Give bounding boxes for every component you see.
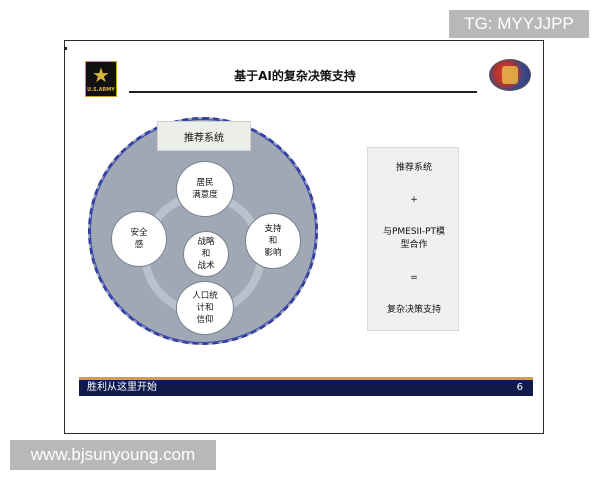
node-resident-satisfaction: 居民 满意度 [176, 161, 234, 217]
slide: ★ U.S.ARMY 基于AI的复杂决策支持 推荐系统 居民 满意度 安全 感 … [64, 40, 544, 434]
summary-equals: = [410, 273, 418, 283]
watermark-top: TG: MYYJJPP [449, 10, 589, 38]
page-number: 6 [516, 382, 523, 393]
summary-plus: + [410, 195, 418, 205]
unit-crest-logo-icon [489, 59, 531, 91]
summary-panel: 推荐系统 + 与PMESII-PT模 型合作 = 复杂决策支持 [367, 147, 459, 331]
node-security: 安全 感 [111, 211, 167, 267]
watermark-bottom: www.bjsunyoung.com [10, 440, 216, 470]
army-star-logo-icon: ★ U.S.ARMY [85, 61, 117, 97]
summary-pmesii-line1: 与PMESII-PT模 [382, 227, 446, 237]
summary-recommender: 推荐系统 [395, 163, 432, 173]
summary-result: 复杂决策支持 [386, 305, 441, 315]
slide-corner-mark [64, 47, 67, 50]
node-demographics-beliefs: 人口统 计和 信仰 [176, 281, 234, 335]
crest-shield-icon [502, 66, 518, 84]
footer-slogan: 胜利从这里开始 [87, 382, 157, 393]
recommender-system-box: 推荐系统 [157, 121, 251, 151]
slide-title: 基于AI的复杂决策支持 [234, 69, 356, 83]
summary-pmesii-line2: 型合作 [400, 240, 428, 250]
footer-bar: 胜利从这里开始 6 [79, 380, 533, 396]
title-divider [129, 91, 477, 93]
star-icon: ★ [92, 63, 110, 87]
node-strategy-tactics: 战略 和 战术 [183, 231, 229, 277]
footer-stripe [79, 377, 533, 380]
army-logo-text: U.S.ARMY [87, 87, 115, 93]
node-support-influence: 支持 和 影响 [245, 213, 301, 269]
